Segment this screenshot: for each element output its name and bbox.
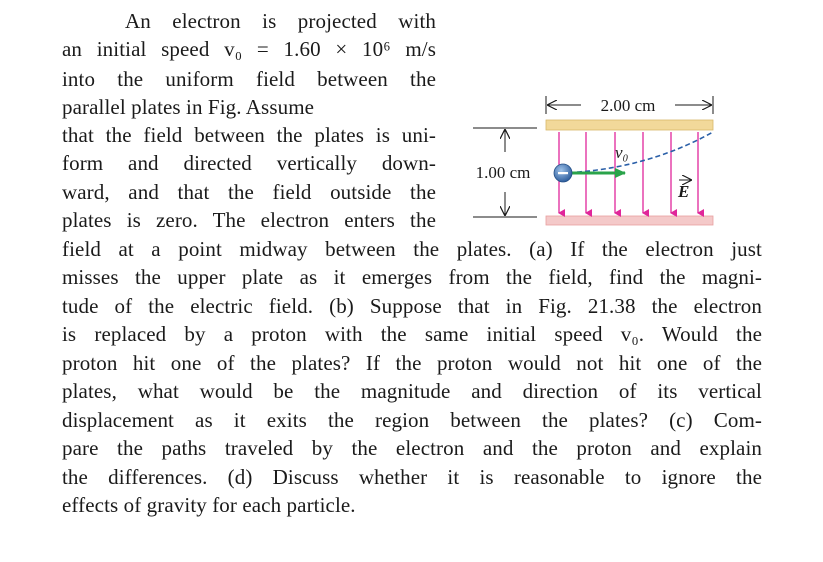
upper-plate [545, 119, 714, 131]
field-label: E [677, 182, 689, 201]
text-line-13: proton hit one of the plates? If the pro… [62, 351, 762, 375]
text-line-6: form and directed vertically down- [62, 151, 436, 175]
field-label-group: E [677, 180, 691, 201]
parallel-plates-figure: 2.00 cm v₀ E [455, 92, 735, 240]
electron-charge-sign [558, 172, 568, 175]
text-line-9: field at a point midway between the plat… [62, 237, 762, 261]
text-line-16: pare the paths traveled by the electron … [62, 436, 762, 460]
text-line-4: parallel plates in Fig. Assume [62, 95, 315, 119]
width-label: 2.00 cm [601, 96, 656, 115]
velocity-label: v₀ [615, 143, 629, 162]
width-dimension: 2.00 cm [545, 96, 714, 115]
text-line-15: displacement as it exits the region betw… [62, 408, 762, 432]
text-line-1: An electron is projected with [125, 9, 436, 33]
gap-dimension: 1.00 cm [473, 127, 537, 218]
text-line-2: an initial speed v₀ = 1.60 × 10⁶ m/s [62, 37, 436, 61]
text-line-17: the differences. (d) Discuss whether it … [62, 465, 762, 489]
text-line-8: plates is zero. The electron enters the [62, 208, 436, 232]
text-line-18: effects of gravity for each particle. [62, 493, 356, 517]
text-line-14: plates, what would be the magnitude and … [62, 379, 762, 403]
text-line-3: into the uniform field between the [62, 67, 436, 91]
lower-plate [545, 215, 714, 226]
text-line-5: that the field between the plates is uni… [62, 123, 436, 147]
figure-svg: 2.00 cm v₀ E [473, 96, 714, 226]
text-line-12: is replaced by a proton with the same in… [62, 322, 762, 346]
text-line-7: ward, and that the field outside the [62, 180, 436, 204]
text-line-10: misses the upper plate as it emerges fro… [62, 265, 762, 289]
gap-label: 1.00 cm [476, 163, 531, 182]
electron-trajectory [560, 131, 714, 174]
text-line-11: tude of the electric field. (b) Suppose … [62, 294, 762, 318]
